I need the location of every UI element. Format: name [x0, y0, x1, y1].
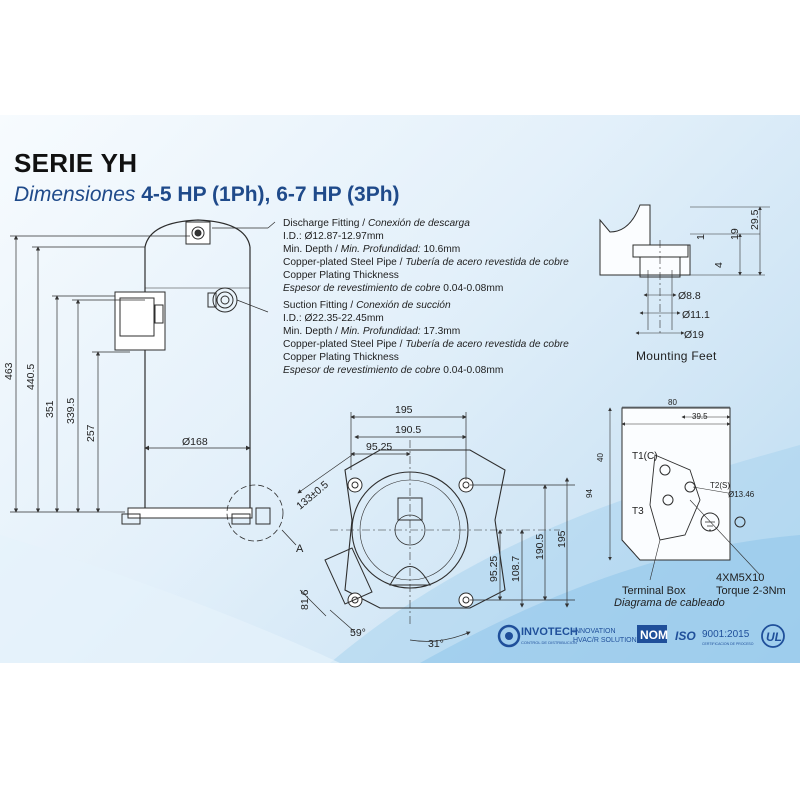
suction-pipe-es: Tubería de acero revestida de cobre	[405, 338, 569, 350]
dim-diameter-19: Ø19	[684, 329, 704, 341]
dim-95-25-right: 95.25	[488, 556, 500, 582]
angle-59: 59°	[350, 627, 366, 639]
iso-subtext: CERTIFICACION DE PROCESO	[702, 642, 754, 646]
invotech-wordmark: INVOTECH	[521, 626, 578, 638]
suction-spec: Suction Fitting / Conexión de succión I.…	[283, 300, 569, 376]
subtitle-models: 4-5 HP (1Ph), 6-7 HP (3Ph)	[141, 183, 400, 206]
discharge-depth-en: Min. Depth	[283, 243, 333, 255]
dim-440-5: 440.5	[25, 364, 37, 390]
dim-351: 351	[44, 400, 56, 418]
dim-190-5-right: 190.5	[534, 534, 546, 560]
discharge-title-es: Conexión de descarga	[367, 218, 470, 229]
compressor-side-view	[114, 219, 297, 546]
discharge-title-en: Discharge Fitting	[283, 218, 360, 229]
dim-463: 463	[3, 362, 15, 380]
suction-plating-en: Copper Plating Thickness	[283, 351, 399, 363]
dim-diameter-168: Ø168	[182, 436, 208, 448]
page-subtitle: Dimensiones 4-5 HP (1Ph), 6-7 HP (3Ph)	[14, 183, 400, 207]
subtitle-italic: Dimensiones	[14, 183, 136, 206]
suction-depth-value: 17.3mm	[423, 325, 461, 337]
dim-195-top: 195	[395, 404, 413, 416]
suction-plating-es: Espesor de revestimiento de cobre	[283, 364, 441, 376]
invotech-logo: INVOTECH CONTROL DE DISTRIBUCION INNOVAT…	[497, 624, 637, 648]
terminal-t1: T1(C)	[632, 451, 658, 462]
terminal-box-caption: Terminal Box	[622, 585, 686, 597]
dim-190-5-top: 190.5	[395, 424, 421, 436]
dim-195-right: 195	[556, 530, 568, 548]
discharge-pipe-es: Tubería de acero revestida de cobre	[405, 256, 569, 268]
terminal-t3: T3	[632, 506, 644, 517]
discharge-depth-es: Min. Profundidad:	[340, 243, 421, 255]
invotech-subtext: CONTROL DE DISTRIBUCION	[521, 640, 577, 645]
discharge-plating-en: Copper Plating Thickness	[283, 269, 399, 281]
suction-title-es: Conexión de succión	[356, 300, 451, 311]
dim-29-5: 29.5	[749, 209, 761, 230]
dim-95-25-top: 95.25	[366, 441, 392, 453]
certification-logos: INVOTECH CONTROL DE DISTRIBUCION INNOVAT…	[497, 624, 785, 648]
dim-257: 257	[85, 424, 97, 442]
iso-prefix: ISO	[675, 629, 696, 643]
discharge-spec: Discharge Fitting / Conexión de descarga…	[283, 218, 569, 294]
top-dimension-lines	[297, 412, 575, 642]
dim-339-5: 339.5	[65, 398, 77, 424]
dim-diameter-11-1: Ø11.1	[682, 309, 710, 321]
suction-id: I.D.: Ø22.35-22.45mm	[283, 312, 384, 324]
tagline-hvacr: HVAC/R SOLUTION	[573, 637, 637, 644]
dim-133: 133±0.5	[294, 479, 331, 513]
suction-plating-value: 0.04-0.08mm	[443, 364, 504, 376]
dim-1: 1	[695, 234, 707, 240]
suction-pipe-en: Copper-plated Steel Pipe	[283, 338, 397, 350]
tagline-innovation: INNOVATION	[573, 628, 616, 635]
dim-94: 94	[585, 489, 594, 498]
nom-text: NOM	[640, 628, 668, 642]
dim-81-6: 81.6	[299, 589, 311, 610]
compressor-top-view	[324, 440, 560, 625]
suction-depth-es: Min. Profundidad:	[340, 325, 421, 337]
detail-label-a: A	[296, 543, 304, 555]
iso-number: 9001:2015	[702, 629, 750, 640]
screw-note: 4XM5X10	[716, 572, 765, 584]
ul-text: UL	[766, 630, 782, 644]
suction-title-en: Suction Fitting	[283, 300, 348, 311]
discharge-id: I.D.: Ø12.87-12.97mm	[283, 230, 384, 242]
nom-logo: NOM	[637, 625, 668, 643]
dim-108-7: 108.7	[510, 556, 522, 582]
mounting-feet-drawing	[599, 204, 770, 335]
discharge-plating-es: Espesor de revestimiento de cobre	[283, 282, 441, 294]
dim-19-vertical: 19	[729, 228, 741, 240]
iso-logo: ISO 9001:2015 CERTIFICACION DE PROCESO	[675, 629, 754, 646]
dim-diameter-13-46: Ø13.46	[728, 490, 755, 499]
discharge-depth-value: 10.6mm	[423, 243, 461, 255]
side-dimension-lines	[10, 235, 190, 513]
dim-80: 80	[668, 398, 677, 407]
terminal-t2: T2(S)	[710, 481, 730, 490]
dim-40: 40	[596, 453, 605, 462]
discharge-plating-value: 0.04-0.08mm	[443, 282, 504, 294]
ul-logo: UL	[761, 624, 785, 648]
dim-diameter-8-8: Ø8.8	[678, 290, 701, 302]
torque-note: Torque 2-3Nm	[716, 585, 786, 597]
dim-4: 4	[713, 262, 725, 268]
discharge-pipe-en: Copper-plated Steel Pipe	[283, 256, 397, 268]
terminal-box-drawing	[608, 406, 761, 581]
page-title: SERIE YH	[14, 148, 138, 178]
angle-31: 31°	[428, 638, 444, 650]
dim-39-5: 39.5	[692, 412, 708, 421]
mounting-feet-title: Mounting Feet	[636, 349, 717, 363]
wiring-diagram-caption: Diagrama de cableado	[614, 597, 725, 609]
suction-depth-en: Min. Depth	[283, 325, 333, 337]
